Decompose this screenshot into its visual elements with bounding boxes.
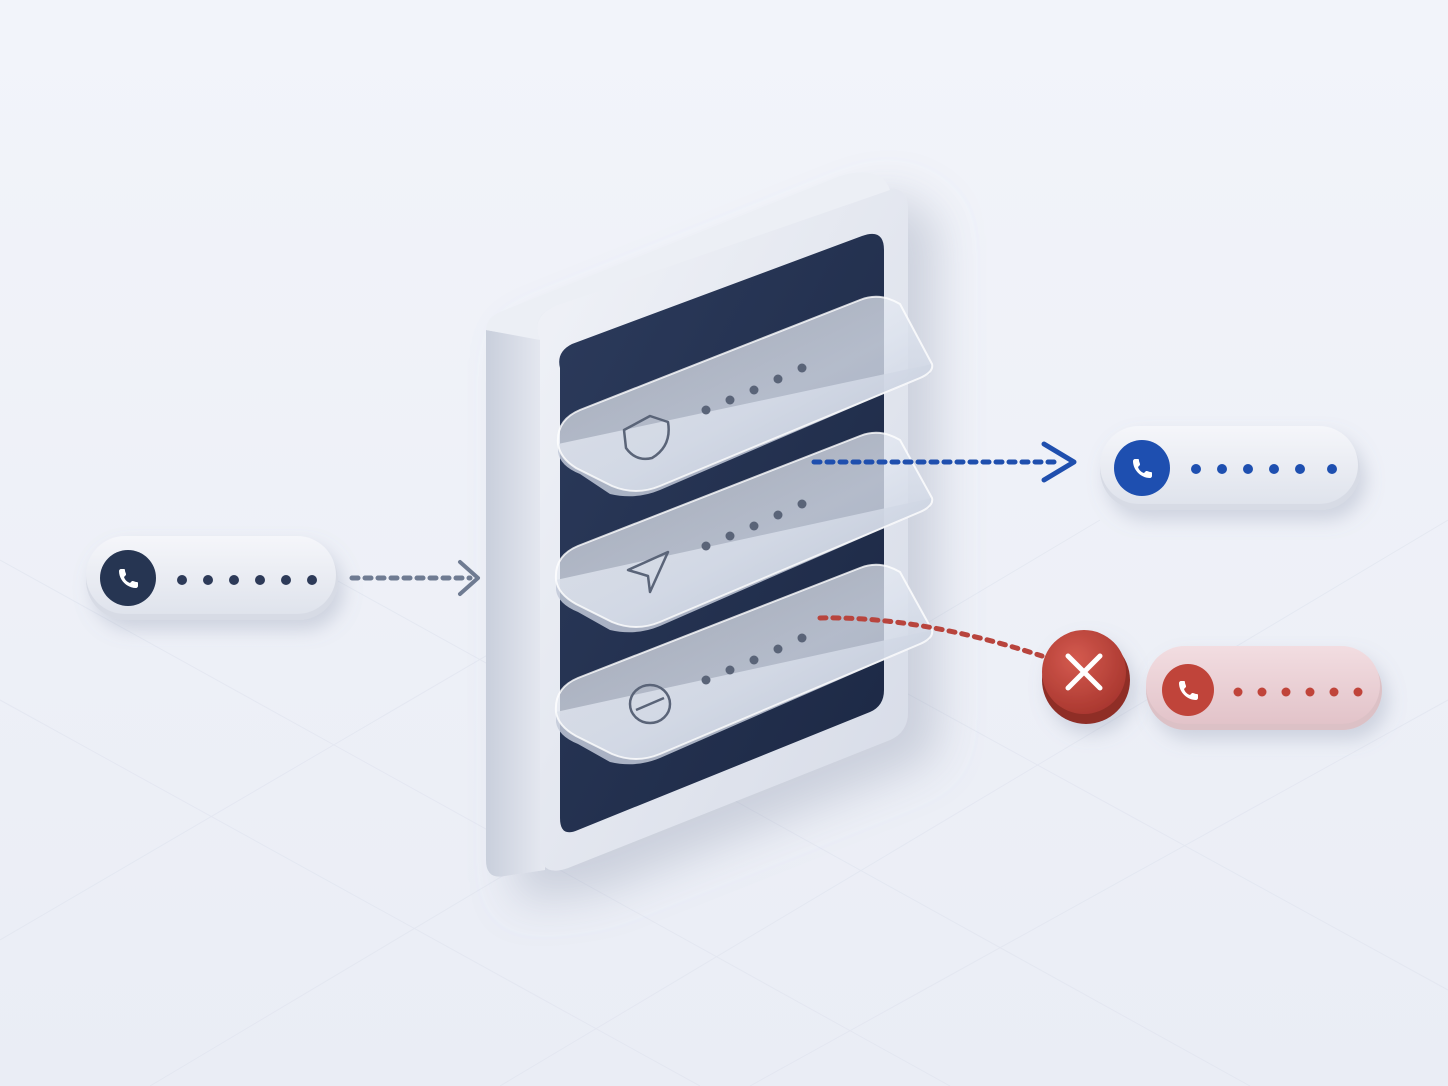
rule-hidden-text bbox=[701, 363, 807, 415]
blocked-hidden-digits bbox=[1233, 687, 1363, 697]
rule-card-block[interactable] bbox=[554, 563, 934, 765]
blocked-status-badge bbox=[1042, 630, 1130, 724]
phone-icon bbox=[119, 569, 138, 588]
rule-hidden-text bbox=[701, 633, 807, 685]
rule-hidden-text bbox=[701, 499, 807, 551]
incoming-phone-badge bbox=[100, 550, 156, 606]
blocked-phone-badge bbox=[1162, 664, 1214, 716]
blocked-arrow bbox=[817, 615, 1045, 659]
close-icon bbox=[1065, 653, 1103, 691]
allowed-arrow bbox=[811, 441, 1077, 483]
block-icon bbox=[628, 683, 672, 725]
allowed-phone-badge bbox=[1114, 440, 1170, 496]
rule-card-filter[interactable] bbox=[554, 431, 934, 633]
shield-icon bbox=[622, 414, 670, 461]
panel-side bbox=[486, 330, 545, 877]
rule-card-shield[interactable] bbox=[556, 295, 934, 497]
phone-icon bbox=[1133, 459, 1152, 478]
incoming-hidden-digits bbox=[177, 575, 317, 585]
allowed-hidden-digits bbox=[1191, 464, 1337, 474]
panel-top-rim bbox=[486, 172, 890, 340]
phone-icon bbox=[1179, 681, 1198, 700]
filter-icon bbox=[626, 550, 670, 594]
